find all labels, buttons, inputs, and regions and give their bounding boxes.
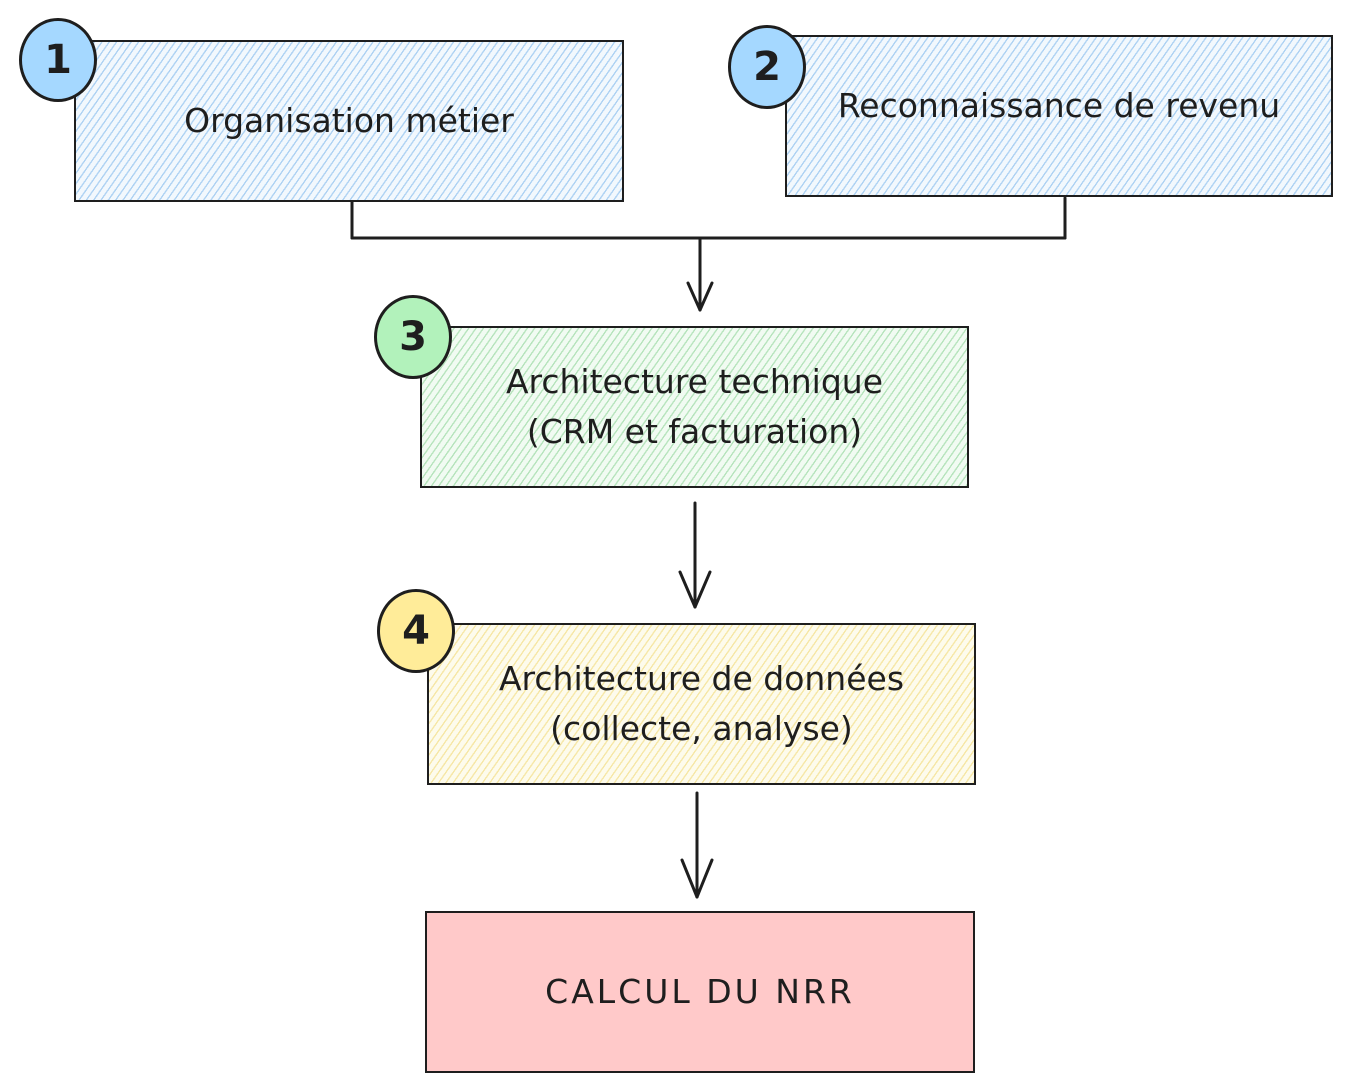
step-number-1: 1 — [44, 37, 72, 83]
step-3-label-line-1: Architecture technique — [505, 362, 884, 401]
step-number-3: 3 — [399, 314, 427, 360]
step-number-4: 4 — [402, 608, 430, 654]
result-label: CALCUL DU NRR — [545, 972, 855, 1011]
result-box: CALCUL DU NRR — [425, 911, 975, 1073]
step-2-label: Reconnaissance de revenu — [837, 86, 1281, 125]
step-number-badge-4: 4 — [377, 589, 455, 673]
step-3-label-line-2: (CRM et facturation) — [526, 412, 863, 451]
arrow-head-step-4-to-result — [680, 858, 714, 899]
arrow-head-to-step-3 — [686, 281, 714, 312]
step-number-badge-3: 3 — [374, 295, 452, 379]
step-box-1: Organisation métier — [74, 40, 624, 202]
arrow-head-step-3-to-step-4 — [678, 570, 712, 609]
step-box-4: Architecture de données (collecte, analy… — [427, 623, 976, 785]
step-4-label-line-2: (collecte, analyse) — [550, 709, 853, 748]
step-box-2: Reconnaissance de revenu — [785, 35, 1333, 197]
step-box-3: Architecture technique (CRM et facturati… — [420, 326, 969, 488]
step-number-2: 2 — [753, 44, 781, 90]
step-4-label-line-1: Architecture de données — [498, 659, 905, 698]
step-number-badge-1: 1 — [19, 18, 97, 102]
step-number-badge-2: 2 — [728, 25, 806, 109]
step-1-label: Organisation métier — [184, 101, 514, 140]
